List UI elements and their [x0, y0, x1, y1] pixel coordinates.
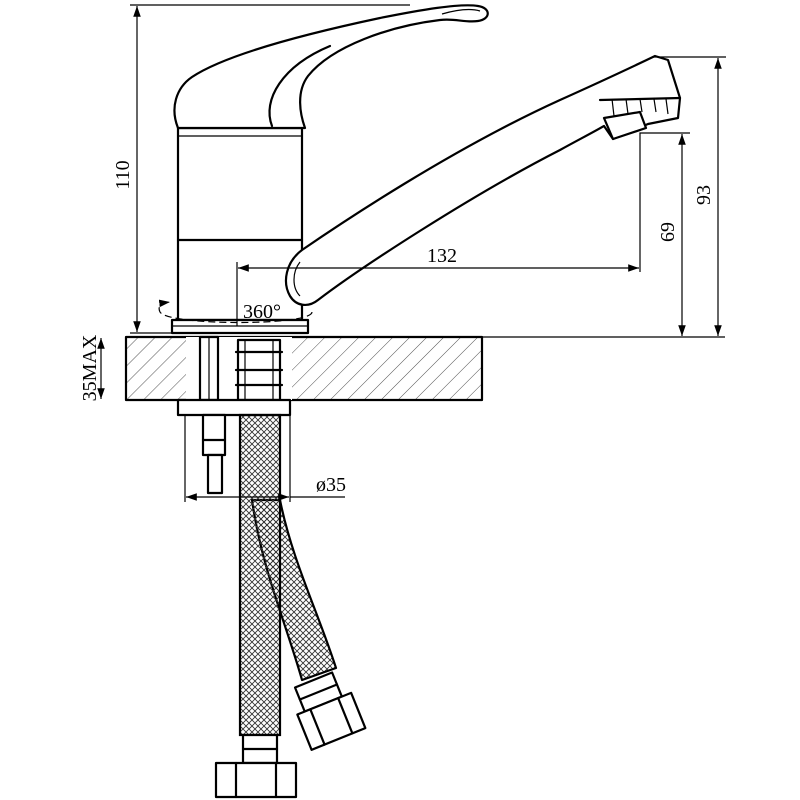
handle-tip-highlight — [441, 8, 481, 15]
stud-rod — [206, 453, 224, 495]
under-counter-assembly — [176, 398, 367, 799]
dimension-counter-thickness: 35MAX — [79, 334, 105, 401]
angled-nut-face-left — [309, 708, 326, 746]
mounting-shank — [186, 335, 292, 402]
dimension-spout-reach: 132 — [236, 245, 639, 326]
dimension-hole-diameter: ø35 — [184, 415, 346, 502]
dimension-overall-height: 110 — [112, 4, 410, 334]
ext-line-aerator — [639, 132, 690, 272]
rotation-indicator: 360° — [158, 299, 313, 324]
spout-outline — [284, 54, 682, 306]
angled-nut-body — [296, 691, 367, 751]
hose-nut-angled — [293, 671, 367, 751]
rib-5 — [665, 98, 669, 115]
dimension-aerator-height: 69 — [639, 132, 690, 336]
countertop-section — [124, 335, 725, 402]
threaded-stud-lower — [201, 413, 227, 457]
handle-lever — [173, 4, 489, 130]
rib-3 — [639, 98, 643, 113]
label-counter-thickness: 35MAX — [79, 334, 101, 401]
handle-outline — [173, 4, 489, 130]
angled-ferrule-line — [298, 683, 339, 701]
dimension-spout-height: 93 — [652, 56, 726, 336]
label-spout-reach: 132 — [427, 245, 457, 267]
label-aerator-height: 69 — [657, 222, 679, 242]
mounting-plate — [176, 398, 292, 417]
rotation-arc — [158, 299, 313, 324]
angled-nut-face-right — [337, 696, 354, 735]
rib-2 — [625, 98, 629, 115]
countertop-hatch-right — [292, 337, 482, 400]
flexible-hose-vertical — [238, 413, 282, 737]
label-hole-diameter: ø35 — [316, 474, 346, 496]
spout-head-ribs — [611, 98, 669, 117]
faucet-body — [170, 126, 310, 335]
body-cylinder — [176, 126, 304, 322]
rib-4 — [653, 98, 657, 113]
handle-inner-edge — [268, 44, 332, 128]
rib-1 — [611, 98, 615, 117]
countertop-hatch-left — [126, 337, 186, 400]
vertical-nut-body — [214, 761, 298, 799]
label-rotation: 360° — [243, 301, 281, 323]
label-overall-height: 110 — [112, 160, 134, 189]
hose-nut-vertical — [214, 733, 298, 799]
countertop-outline — [124, 335, 484, 402]
swivel-spout — [284, 54, 682, 306]
label-spout-height: 93 — [693, 185, 715, 205]
